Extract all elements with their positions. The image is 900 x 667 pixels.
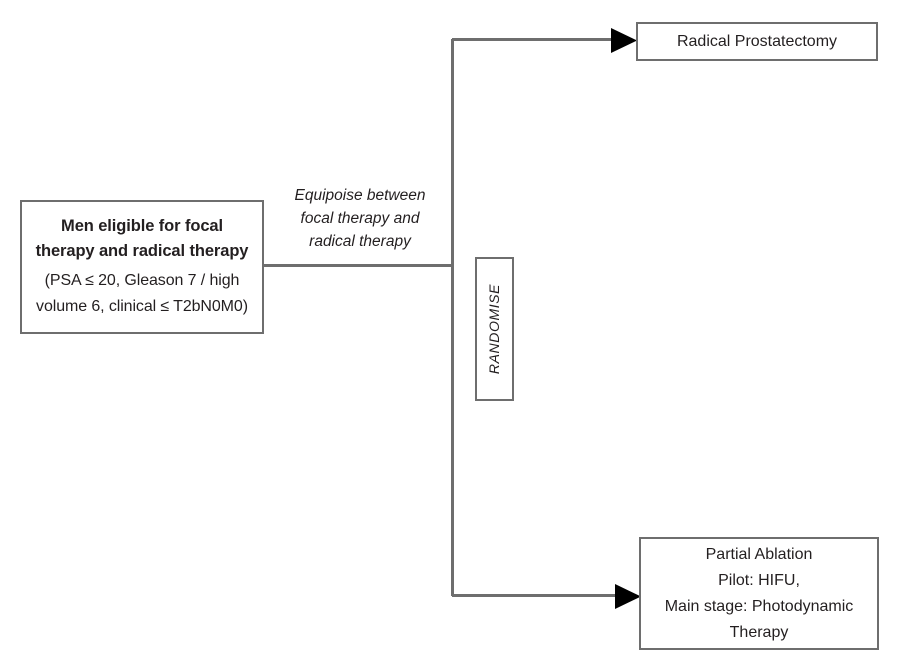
eligible-title-line-2: therapy and radical therapy [35,242,249,260]
equipoise-line-2: focal therapy and [300,210,420,227]
arrowhead-ablation [615,584,641,609]
ablation-line-2: Pilot: HIFU, [718,571,800,589]
node-partial-ablation: Partial Ablation Pilot: HIFU, Main stage… [639,537,879,650]
equipoise-line-3: radical therapy [309,233,411,250]
randomise-label: RANDOMISE [486,283,503,375]
eligible-title-line-1: Men eligible for focal [61,217,223,235]
equipoise-line-1: Equipoise between [294,187,426,204]
ablation-line-4: Therapy [729,623,789,641]
annotation-equipoise: Equipoise between focal therapy and radi… [272,184,448,253]
eligible-criteria-line-2: volume 6, clinical ≤ T2bN0M0) [36,298,248,315]
prostatectomy-line-1: Radical Prostatectomy [676,33,838,50]
node-eligible-patients: Men eligible for focal therapy and radic… [20,200,264,334]
node-randomise: RANDOMISE [475,257,514,401]
ablation-line-1: Partial Ablation [705,545,813,563]
arrowhead-prostatectomy [611,28,637,53]
ablation-line-3: Main stage: Photodynamic [664,597,854,615]
eligible-criteria-line-1: (PSA ≤ 20, Gleason 7 / high [44,272,240,289]
node-radical-prostatectomy: Radical Prostatectomy [636,22,878,61]
